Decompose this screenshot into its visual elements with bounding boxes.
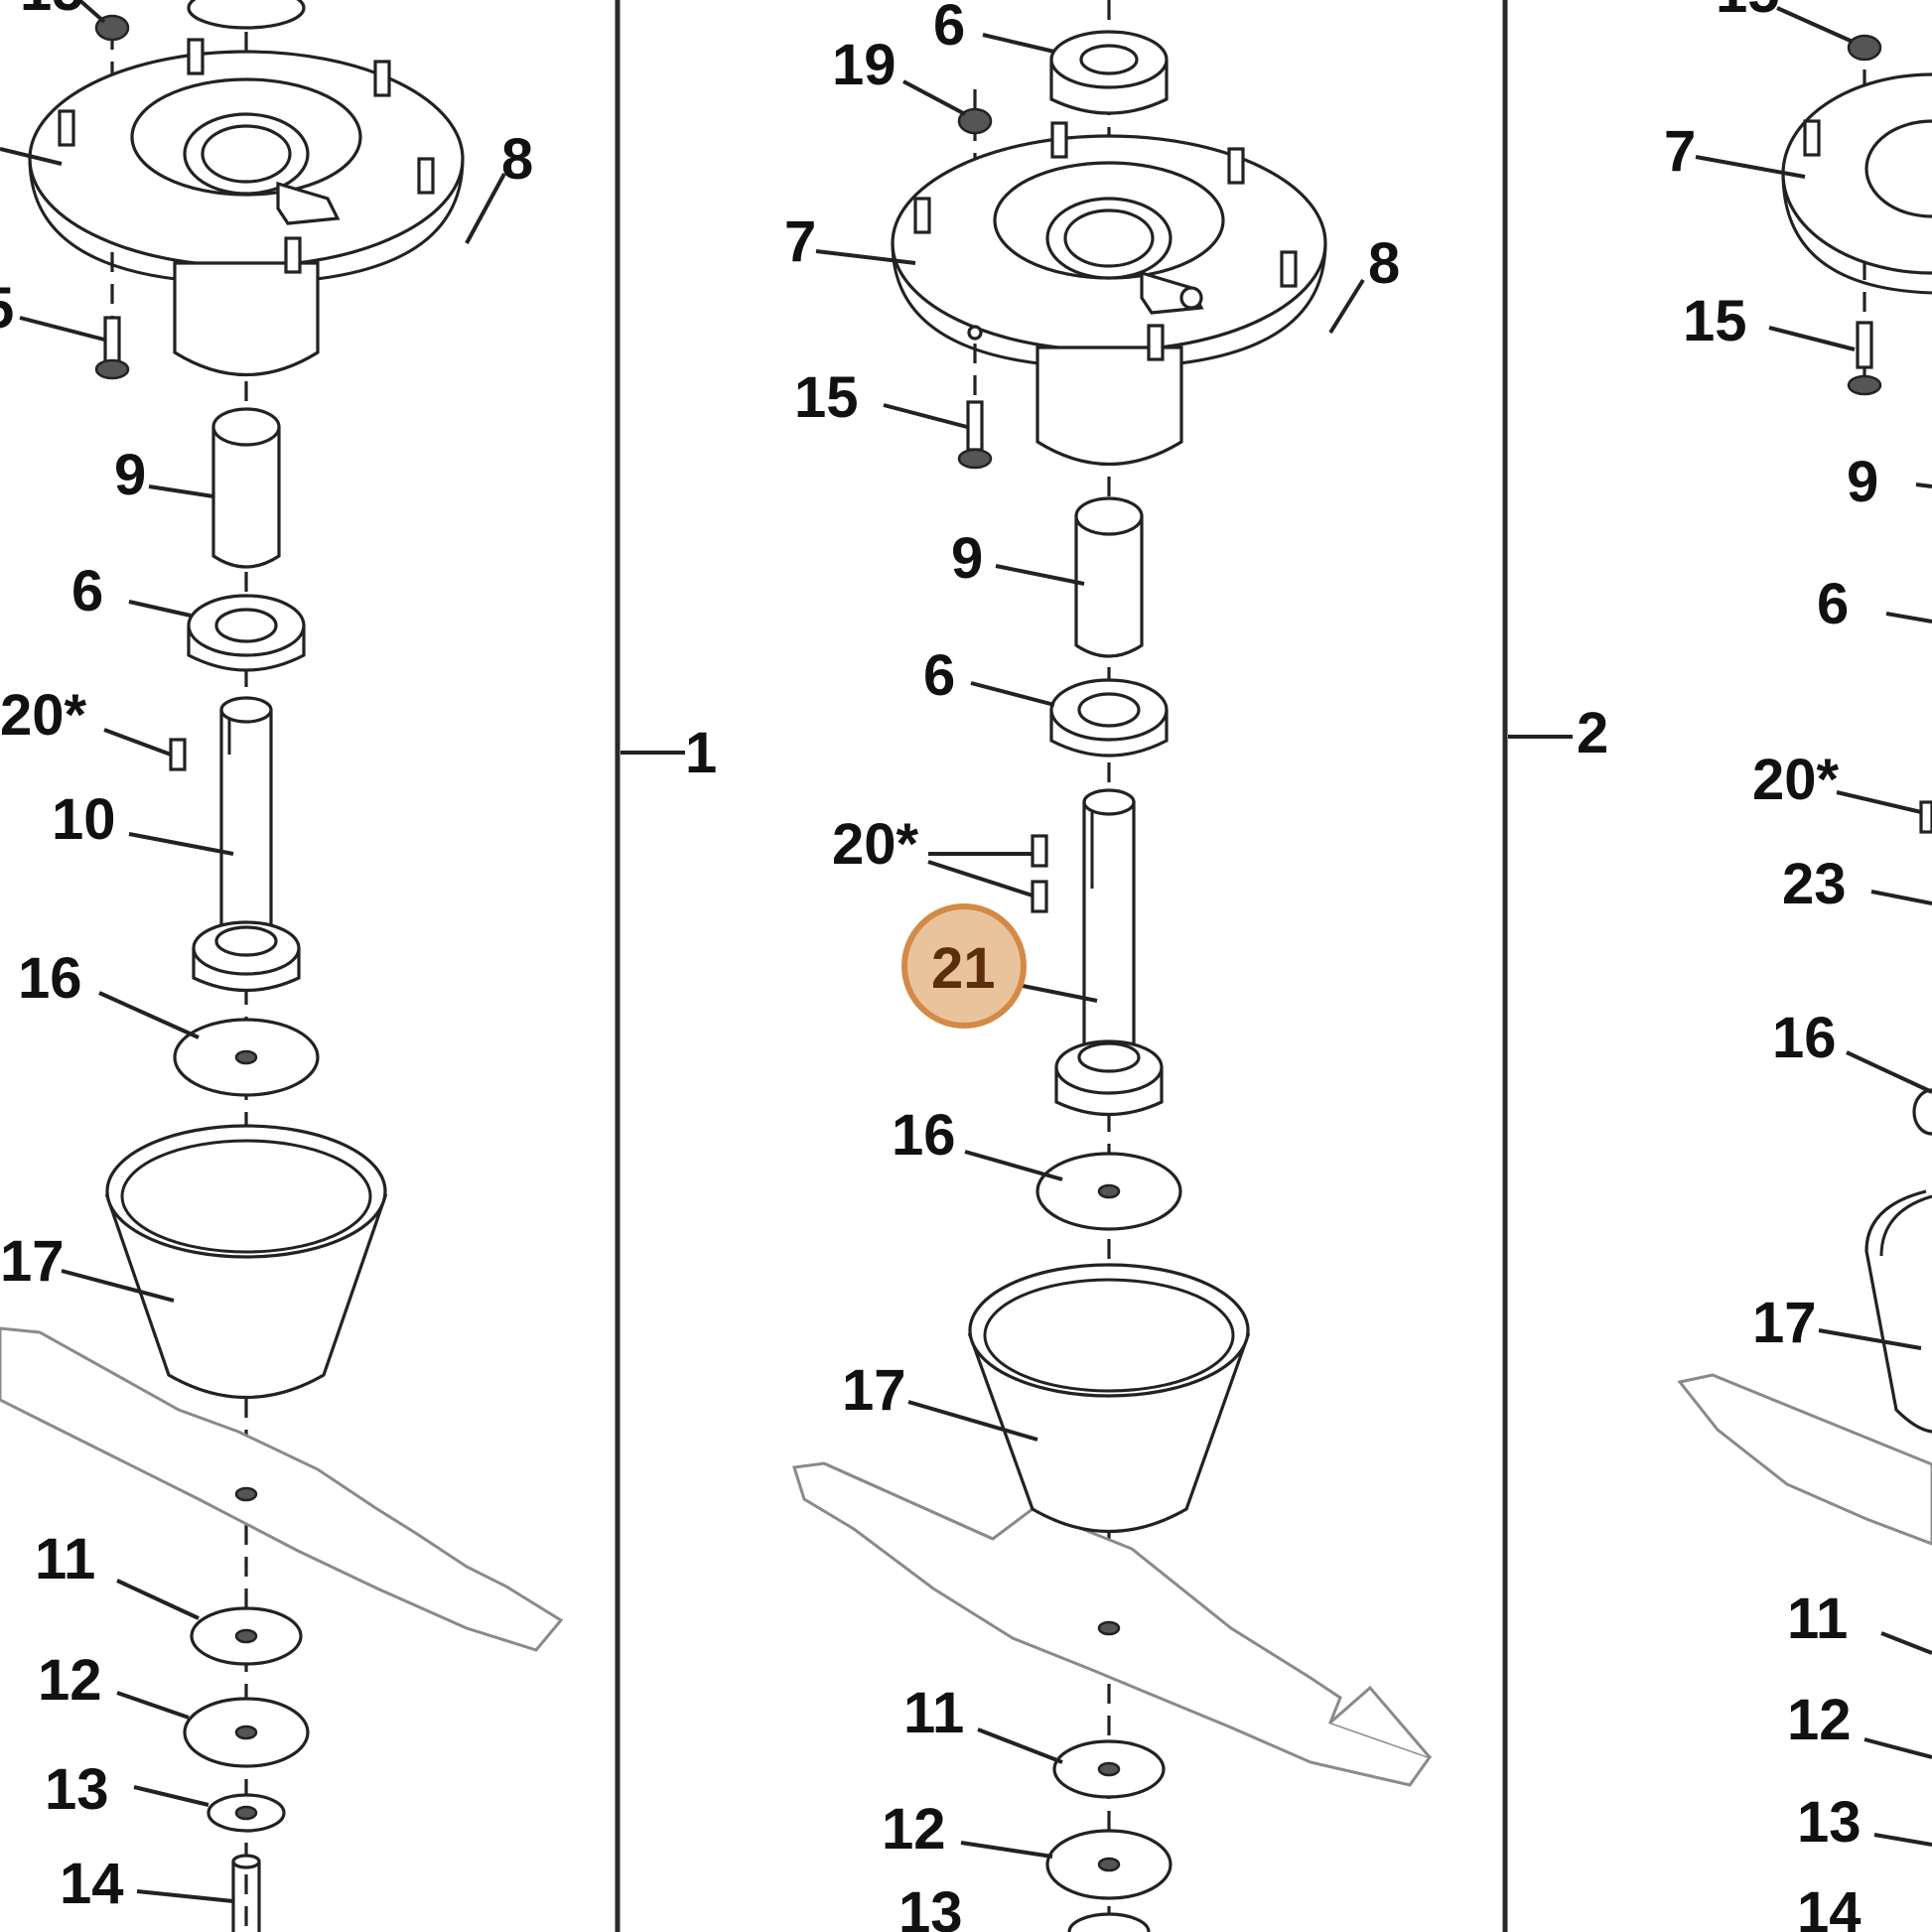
center-label-9[interactable]: 21	[931, 936, 996, 1001]
left-label-9[interactable]: 16	[18, 946, 82, 1011]
right-blade	[1677, 1373, 1932, 1546]
right-label-5[interactable]: 6	[1817, 572, 1849, 636]
center-label-3[interactable]: 7	[784, 209, 816, 274]
right-label-11[interactable]: 12	[1787, 1688, 1852, 1752]
left-label-14[interactable]: 14	[60, 1852, 124, 1916]
center-label-7[interactable]: 6	[923, 643, 955, 708]
left-leader-lines	[0, 0, 506, 1903]
center-label-5[interactable]: 15	[794, 365, 859, 430]
left-label-3[interactable]: 8	[501, 127, 533, 192]
left-label-1[interactable]: 15	[20, 0, 84, 23]
left-label-11[interactable]: 11	[35, 1527, 95, 1591]
left-label-4[interactable]: 5	[0, 276, 14, 341]
left-label-12[interactable]: 12	[38, 1648, 102, 1713]
center-label-6[interactable]: 9	[951, 526, 983, 591]
left-label-5[interactable]: 9	[114, 443, 146, 507]
left-label-8[interactable]: 10	[52, 787, 116, 852]
center-label-13[interactable]: 12	[882, 1797, 946, 1862]
right-label-6[interactable]: 20*	[1752, 748, 1840, 812]
right-label-12[interactable]: 13	[1797, 1790, 1862, 1855]
right-leader-lines	[1695, 6, 1932, 1847]
left-label-13[interactable]: 13	[45, 1757, 109, 1822]
left-blade	[0, 1326, 564, 1652]
left-label-7[interactable]: 20*	[0, 683, 87, 748]
center-label-4[interactable]: 8	[1368, 231, 1400, 296]
center-label-10[interactable]: 16	[892, 1103, 956, 1168]
center-label-14[interactable]: 13	[898, 1880, 963, 1932]
right-label-1[interactable]: 15	[1716, 0, 1780, 25]
right-label-13[interactable]: 14	[1797, 1880, 1862, 1932]
highlighted-part-marker[interactable]: 21	[901, 903, 1027, 1029]
left-label-10[interactable]: 17	[0, 1229, 65, 1294]
right-label-9[interactable]: 17	[1752, 1291, 1817, 1355]
group-label-1[interactable]: 1	[685, 721, 717, 785]
group-label-2[interactable]: 2	[1577, 701, 1608, 765]
left-label-6[interactable]: 6	[71, 559, 103, 623]
right-label-2[interactable]: 7	[1664, 119, 1696, 184]
center-label-11[interactable]: 17	[842, 1358, 906, 1423]
right-label-8[interactable]: 16	[1772, 1006, 1837, 1070]
right-label-3[interactable]: 15	[1683, 289, 1747, 353]
center-assembly	[792, 0, 1433, 1932]
center-label-1[interactable]: 6	[933, 0, 965, 58]
center-label-2[interactable]: 19	[832, 33, 897, 97]
right-label-10[interactable]: 11	[1787, 1587, 1848, 1651]
left-label-2[interactable]: 7	[0, 112, 2, 177]
group-frame-lines	[615, 0, 1573, 1932]
right-label-7[interactable]: 23	[1782, 852, 1847, 916]
right-label-4[interactable]: 9	[1847, 450, 1878, 514]
center-label-8[interactable]: 20*	[832, 812, 919, 877]
left-assembly	[0, 0, 564, 1932]
right-assembly	[1677, 34, 1932, 1546]
center-label-12[interactable]: 11	[903, 1681, 964, 1745]
